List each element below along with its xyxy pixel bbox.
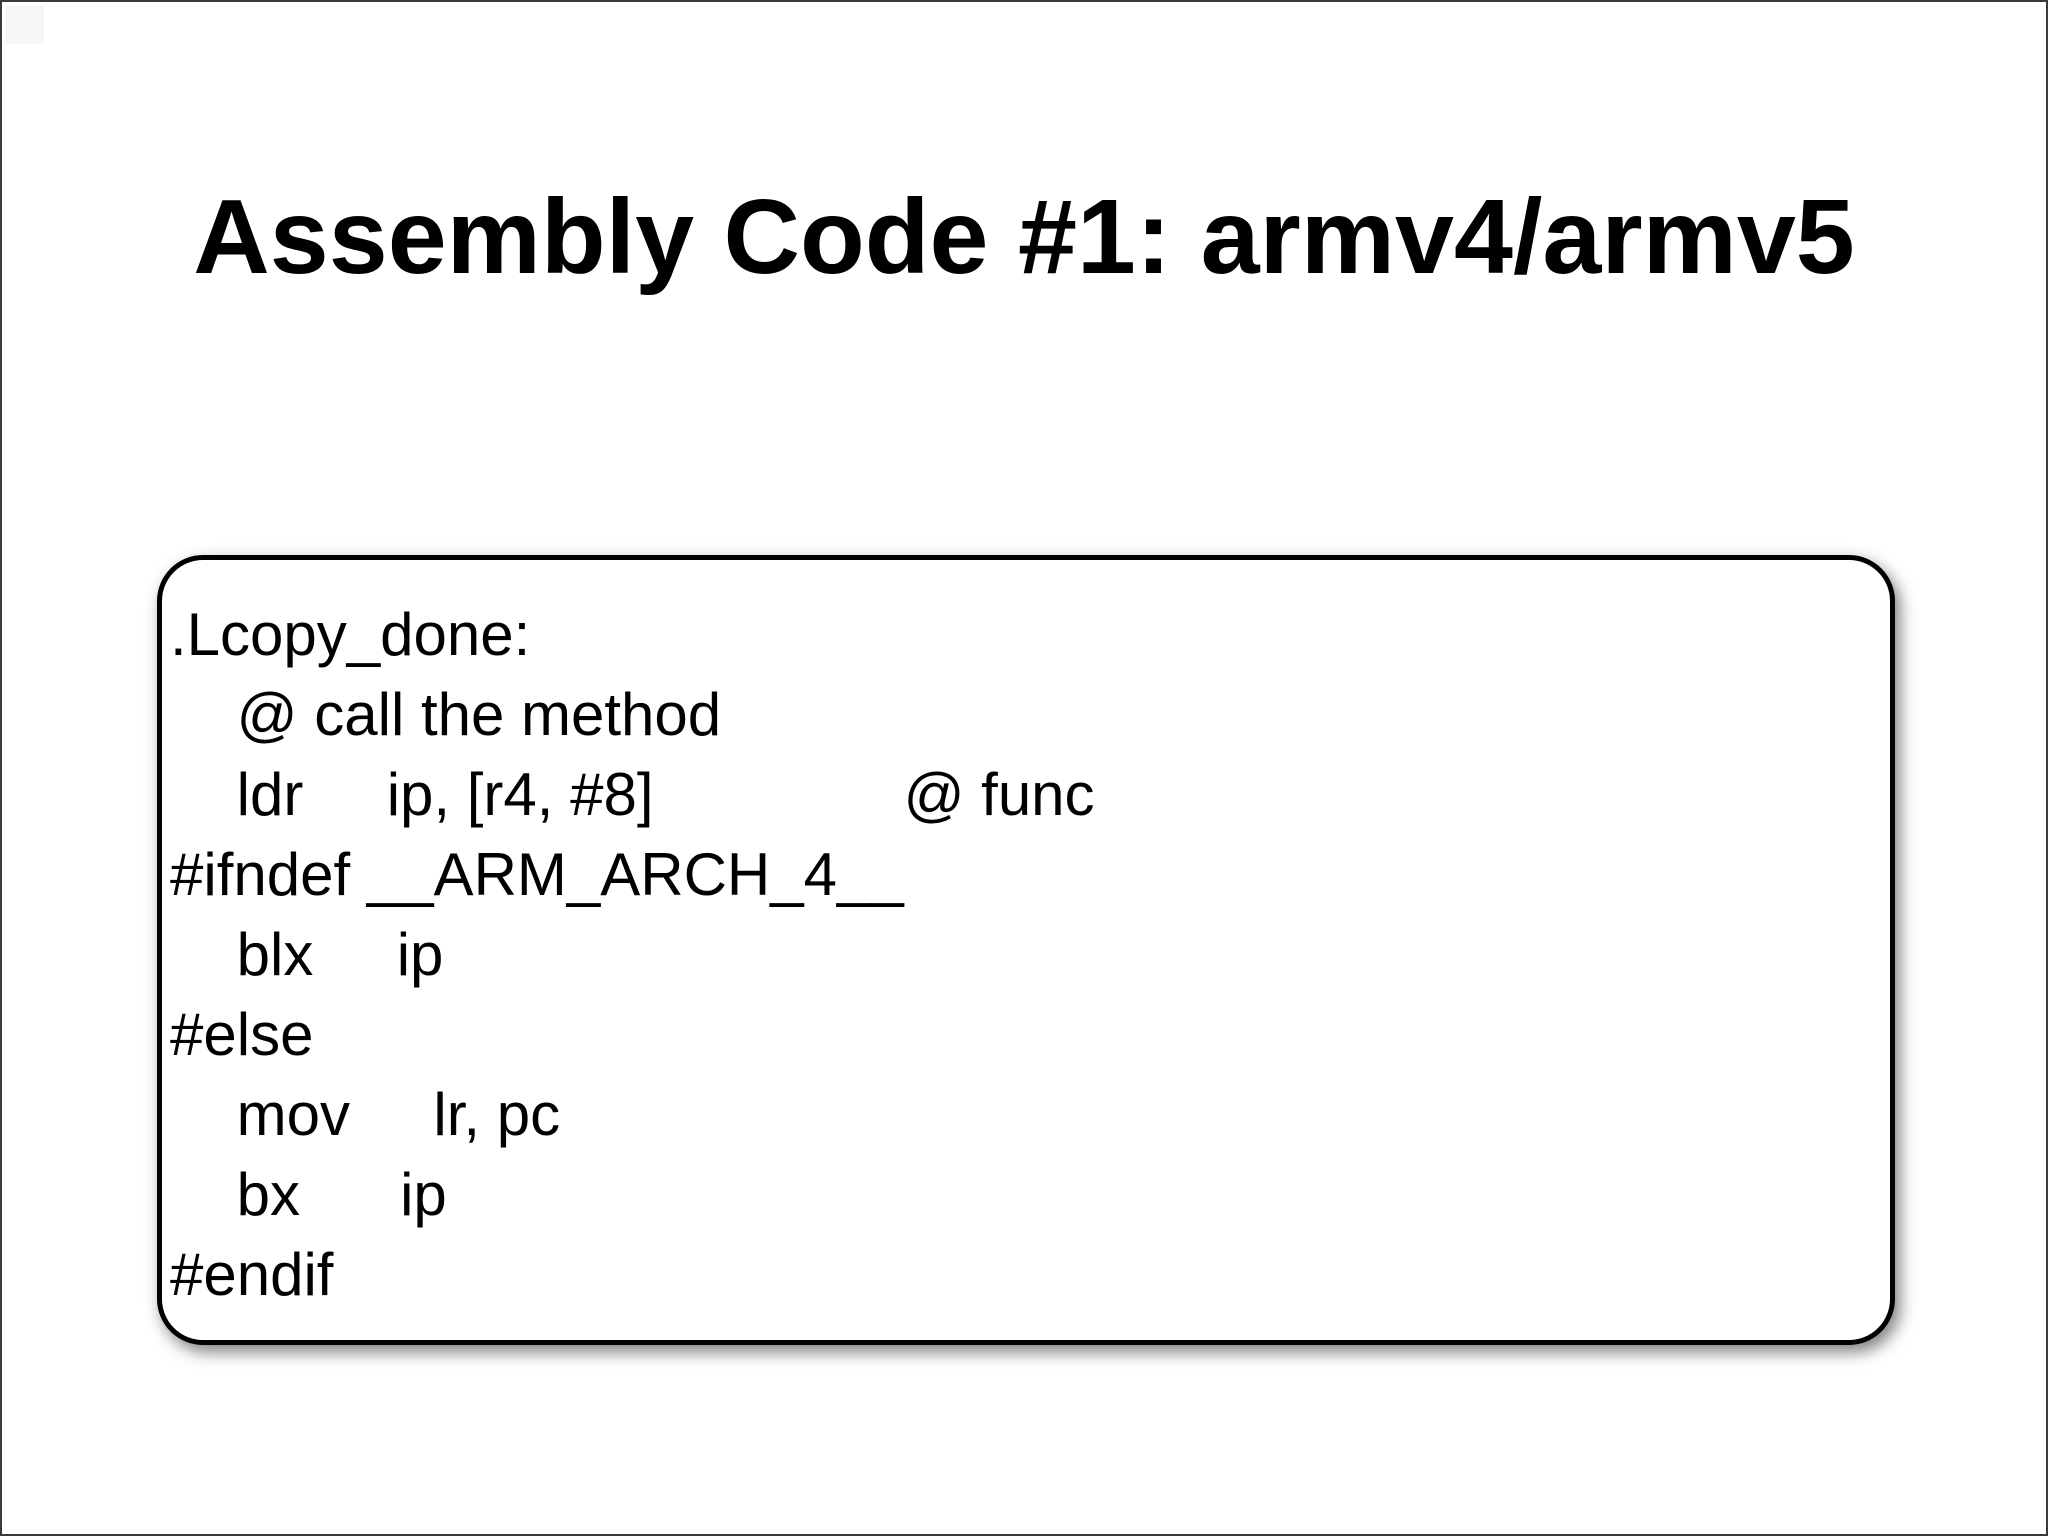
code-line: #ifndef __ARM_ARCH_4__ [170,841,904,908]
code-line: .Lcopy_done: [170,601,531,668]
code-line: #endif [170,1241,334,1308]
code-box: .Lcopy_done: @ call the method ldr ip, [… [157,555,1895,1345]
code-line: mov lr, pc [170,1081,561,1148]
slide-title: Assembly Code #1: armv4/armv5 [193,178,1855,296]
code-line: ldr ip, [r4, #8] @ func [170,761,1095,828]
code-lines: .Lcopy_done: @ call the method ldr ip, [… [170,595,1882,1315]
code-line: #else [170,1001,314,1068]
code-line: bx ip [170,1161,447,1228]
code-line: @ call the method [170,681,722,748]
code-line: blx ip [170,921,444,988]
corner-artifact [6,6,44,44]
